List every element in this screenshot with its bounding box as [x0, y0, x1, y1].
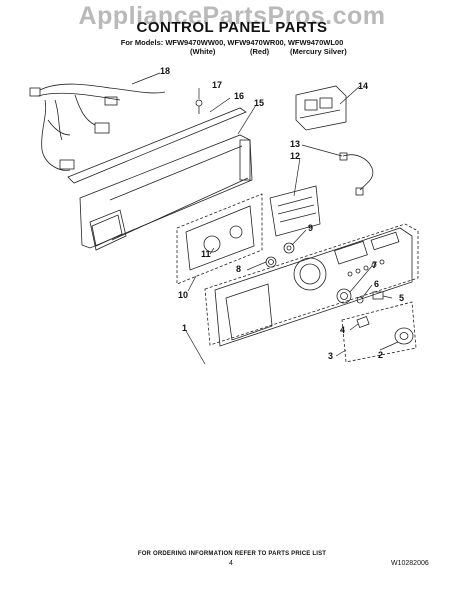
panel-strip: [67, 107, 247, 184]
knob-bushing: [283, 242, 295, 254]
user-interface-board: [269, 185, 321, 237]
callout-16: 16: [234, 91, 244, 101]
variant-white: (White): [190, 47, 216, 56]
document-number: W10282006: [391, 560, 429, 567]
callout-1: 1: [182, 323, 187, 333]
rear-panel: [79, 134, 253, 251]
callout-4: 4: [340, 325, 345, 335]
page-title: CONTROL PANEL PARTS: [136, 19, 328, 36]
variant-mercury-silver: (Mercury Silver): [290, 47, 347, 56]
wire-harness: [29, 83, 166, 171]
callout-7: 7: [372, 260, 377, 270]
ordering-info: FOR ORDERING INFORMATION REFER TO PARTS …: [137, 551, 327, 557]
screw: [195, 99, 203, 114]
callout-17: 17: [212, 80, 222, 90]
watermark-logo: AppliancePartsPros.com: [78, 2, 386, 30]
leader-lines: [131, 72, 399, 365]
knob-ring: [336, 288, 352, 304]
selector-knob: [394, 327, 414, 345]
spring-clip: [356, 291, 384, 304]
callout-18: 18: [160, 66, 170, 76]
callout-6: 6: [374, 279, 379, 289]
callout-8: 8: [236, 264, 241, 274]
console-group-1: [204, 223, 419, 346]
callout-3: 3: [328, 351, 333, 361]
page-number: 4: [229, 560, 233, 567]
callout-5: 5: [399, 293, 404, 303]
console: [214, 227, 413, 347]
models-line: For Models: WFW9470WW00, WFW9470WR00, WF…: [120, 38, 344, 47]
callout-9: 9: [308, 223, 313, 233]
housing-group-10: [176, 193, 263, 285]
callout-11: 11: [201, 249, 211, 259]
variant-red: (Red): [250, 47, 270, 56]
callout-12: 12: [290, 151, 300, 161]
encoder-ring: [265, 256, 277, 268]
wire-connector: [339, 152, 374, 196]
control-board: [295, 85, 347, 131]
callout-2: 2: [378, 350, 383, 360]
callout-10: 10: [178, 290, 188, 300]
callout-13: 13: [290, 139, 300, 149]
knob-shaft: [356, 316, 370, 328]
callout-15: 15: [254, 98, 264, 108]
callout-labels: 18 17 16 15 14 13 12 9 7 11 8 6 5 10 4 1…: [160, 66, 404, 361]
callout-14: 14: [358, 81, 368, 91]
